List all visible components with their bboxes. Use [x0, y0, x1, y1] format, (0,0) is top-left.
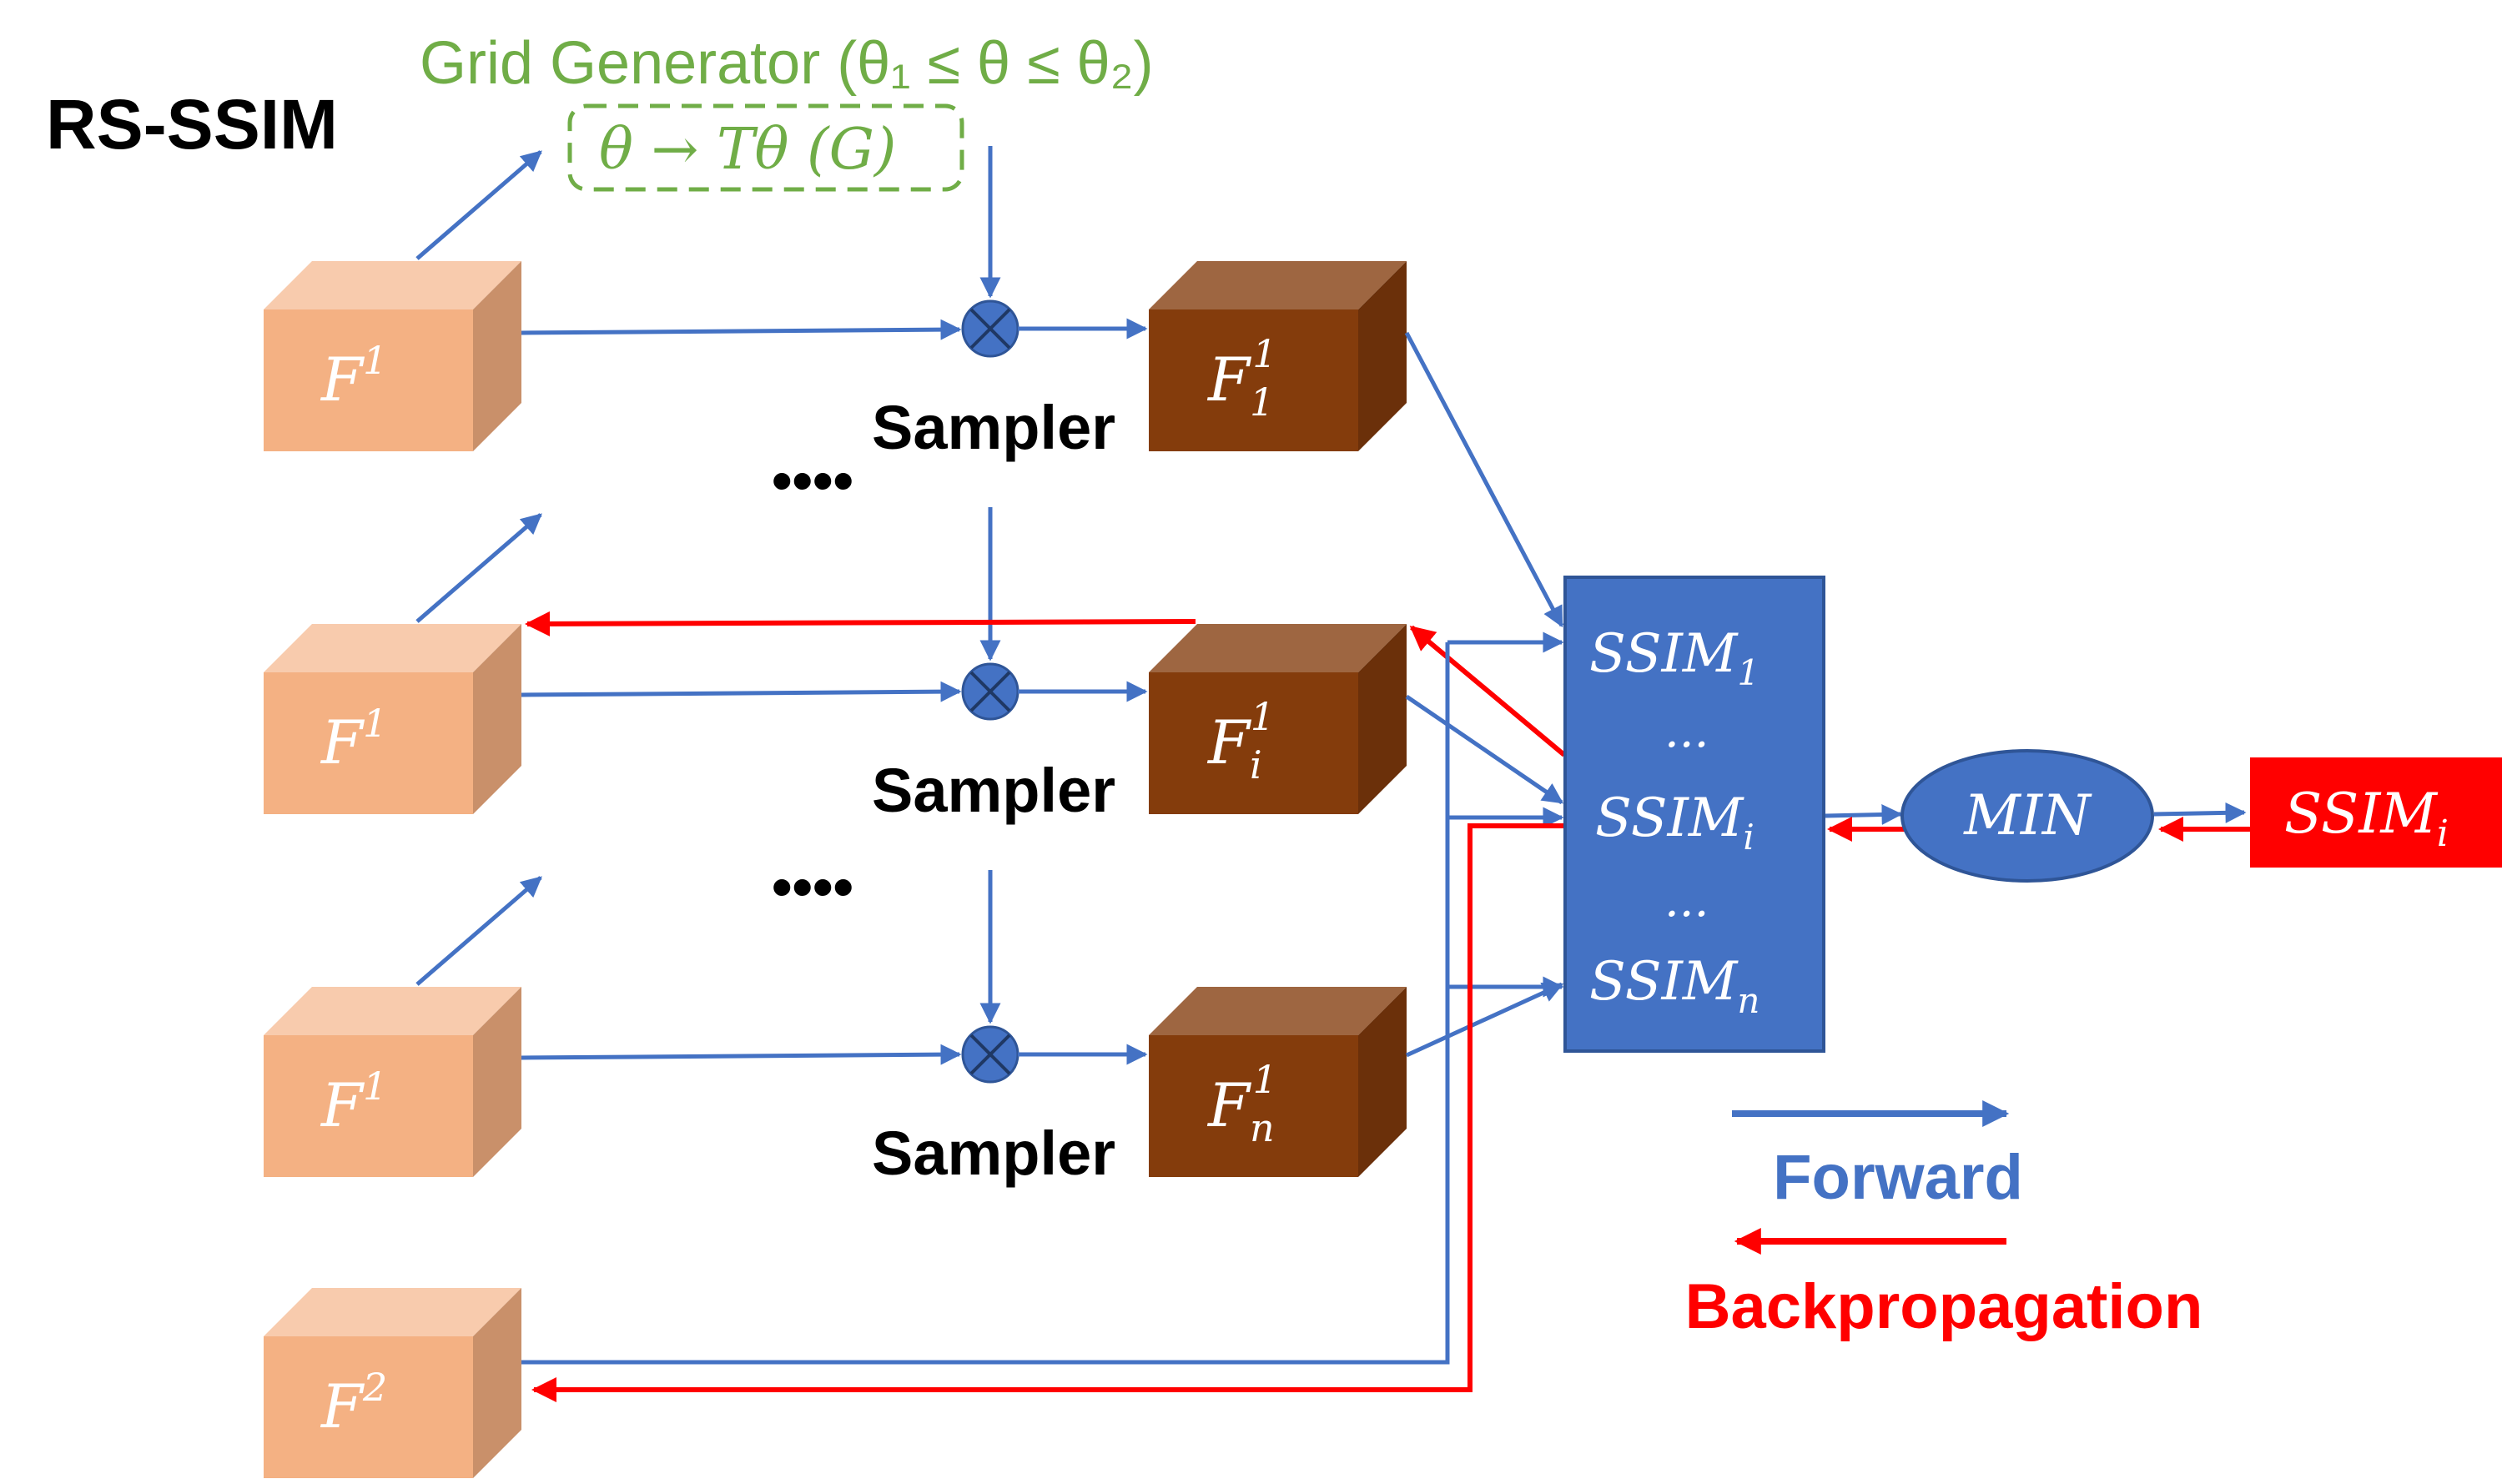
ssim-block [1563, 576, 1825, 1053]
ref-sup: 2 [362, 1365, 387, 1410]
ssim-ellipsis-2: ... [1664, 873, 1709, 928]
input-sup-3: 1 [363, 1064, 387, 1109]
result-base: SSIM [2284, 782, 2438, 846]
output-sup-2: 1 [1251, 694, 1275, 739]
ssim-line-i-sub: i [1743, 817, 1754, 858]
input-to-sampler-2 [521, 681, 962, 702]
ssim-line-n-sub: n [1737, 980, 1759, 1021]
ref-label: F [320, 1371, 365, 1441]
output-sub-2: i [1250, 742, 1262, 787]
ref-forward-path [521, 642, 1450, 1365]
ellipsis-1: •••• [772, 448, 853, 513]
input-box-row-2: F1 [264, 624, 521, 814]
result-box [2250, 757, 2502, 868]
sampler-node-1 [961, 299, 1019, 358]
ssim-ellipsis-1: ... [1664, 704, 1709, 758]
input-label-2: F [320, 707, 365, 777]
grid-link-arrow-2 [415, 513, 542, 623]
svg-text:Fi1: Fi1 [1206, 694, 1275, 787]
grid-generator-label: Grid Generator (θ₁ ≤ θ ≤ θ₂) [420, 30, 1154, 97]
input-sup-2: 1 [363, 701, 387, 746]
ssim-to-min-arrow [1825, 804, 1903, 825]
output-base-1: F [1206, 345, 1252, 415]
backprop-to-input-2 [525, 611, 1196, 636]
output-base-3: F [1206, 1070, 1252, 1140]
sampler-node-3 [961, 1025, 1019, 1084]
grid-transform-text: θ → Tθ (G) [599, 117, 896, 183]
backprop-to-ref-path [531, 823, 1566, 1402]
output-sub-3: n [1250, 1105, 1275, 1150]
svg-text:F11: F11 [1206, 331, 1277, 425]
result-sub: i [2437, 812, 2449, 855]
grid-link-arrow-1 [415, 150, 542, 260]
output-box-row-2: Fi1 [1149, 624, 1407, 814]
output-3-to-ssim [1405, 982, 1564, 1058]
input-box-row-3: F1 [264, 987, 521, 1177]
ssim-line-1: SSIM [1589, 623, 1739, 685]
svg-text:Fn1: Fn1 [1206, 1057, 1277, 1150]
input-label-1: F [320, 345, 365, 415]
svg-text:SSIM1: SSIM1 [1589, 623, 1759, 693]
ellipsis-2: •••• [772, 854, 853, 919]
output-1-to-ssim [1404, 331, 1564, 628]
output-sub-1: 1 [1250, 380, 1274, 425]
ref-box: F2 [264, 1288, 521, 1478]
input-sup-1: 1 [363, 338, 387, 383]
sampler-label-1: Sampler [872, 393, 1115, 462]
output-box-row-3: Fn1 [1149, 987, 1407, 1177]
input-to-sampler-3 [521, 1044, 962, 1065]
sampler-label-2: Sampler [872, 756, 1115, 825]
svg-text:F2: F2 [320, 1365, 387, 1441]
output-box-row-1: F11 [1149, 261, 1407, 451]
legend-forward-label: Forward [1773, 1142, 2023, 1213]
sampler-label-3: Sampler [872, 1119, 1115, 1188]
min-label: MIN [1963, 783, 2092, 848]
input-label-3: F [320, 1070, 365, 1140]
diagram-title: RS-SSIM [46, 85, 338, 163]
svg-text:SSIMi: SSIMi [1595, 787, 1754, 858]
svg-text:SSIMn: SSIMn [1589, 951, 1759, 1021]
output-base-2: F [1206, 707, 1252, 777]
ssim-line-n: SSIM [1589, 951, 1739, 1013]
ssim-line-i: SSIM [1595, 787, 1744, 849]
output-2-to-ssim [1405, 694, 1564, 805]
output-sup-1: 1 [1252, 331, 1276, 376]
ssim-line-1-sub: 1 [1737, 652, 1759, 693]
min-to-result-arrow [2153, 802, 2247, 823]
svg-text:F1: F1 [320, 701, 387, 777]
legend-backprop-label: Backpropagation [1685, 1271, 2203, 1342]
input-box-row-1: F1 [264, 261, 521, 451]
min-node [1900, 749, 2154, 883]
svg-text:F1: F1 [320, 1064, 387, 1140]
input-to-sampler-1 [521, 319, 962, 340]
grid-generator-box [567, 103, 964, 192]
svg-text:SSIMi: SSIMi [2284, 782, 2449, 855]
sampler-node-2 [961, 662, 1019, 721]
svg-text:F1: F1 [320, 338, 387, 415]
backprop-to-output-2 [1409, 625, 1566, 757]
output-sup-3: 1 [1253, 1057, 1277, 1102]
grid-link-arrow-3 [415, 876, 542, 986]
